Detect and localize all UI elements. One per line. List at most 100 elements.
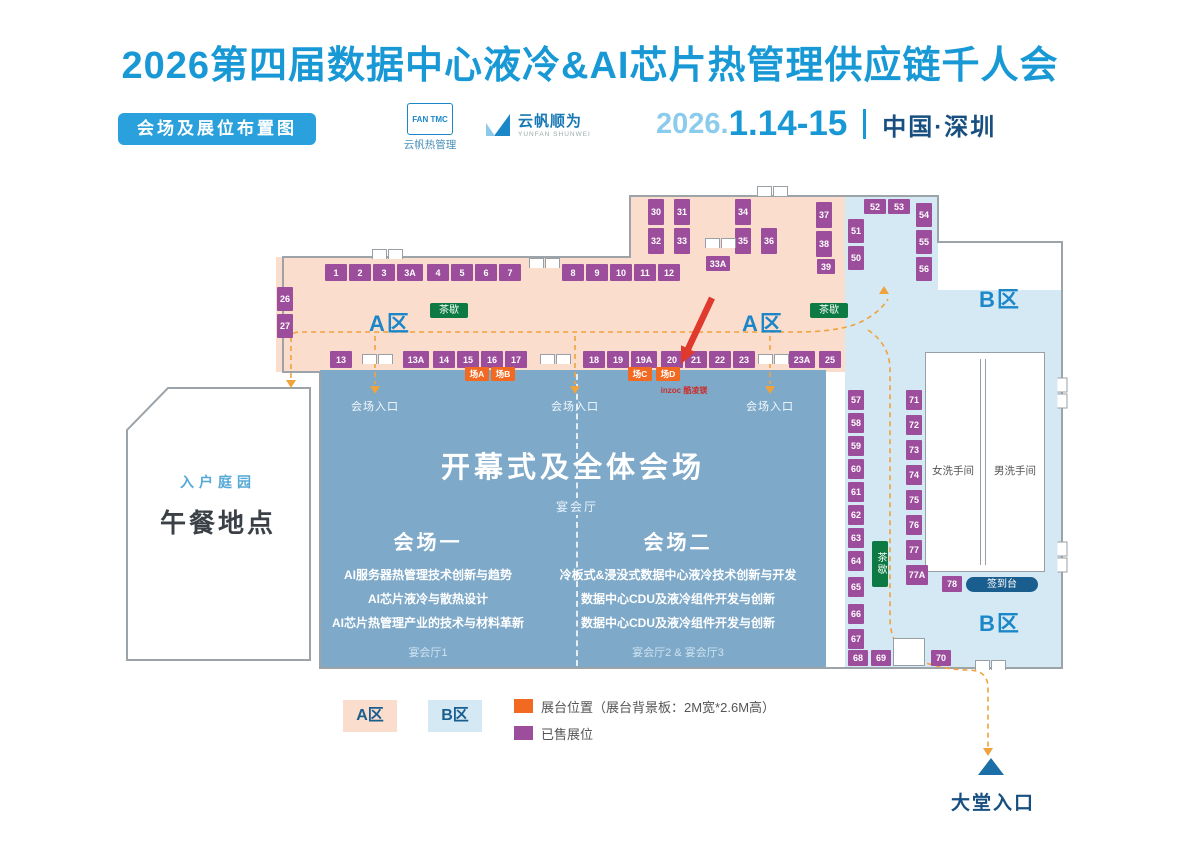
booth-67: 67: [848, 629, 864, 649]
hall-entrance-label-2: 会场入口: [551, 401, 599, 413]
booth-50: 50: [848, 246, 864, 270]
booth-26: 26: [277, 287, 293, 311]
date-days: 1.14-15: [728, 104, 848, 143]
women-restroom-label: 女洗手间: [932, 465, 974, 477]
door-icon-lobby-exit: [975, 660, 1006, 670]
booth-61: 61: [848, 482, 864, 502]
path-arrow-down-3: [570, 386, 580, 394]
tea-break-badge-vertical: 茶歇: [872, 541, 888, 587]
booth-35: 35: [735, 228, 751, 254]
booth-25: 25: [819, 351, 841, 368]
yunfan-logo-name: 云帆顺为: [518, 113, 583, 130]
zone-b-label-bottom: B区: [979, 611, 1021, 636]
zone-a-label-1: A区: [369, 311, 411, 336]
booth-36: 36: [761, 228, 777, 254]
booth-74: 74: [906, 465, 922, 485]
booth-11: 11: [634, 264, 656, 281]
hall-entrance-label-3: 会场入口: [746, 401, 794, 413]
booth-16: 16: [481, 351, 503, 368]
booth-场D: 场D: [656, 367, 680, 381]
men-restroom-label: 男洗手间: [994, 465, 1036, 477]
date-divider: [863, 109, 867, 139]
venue1-room: 宴会厅1: [408, 647, 448, 659]
hall-room-label: 宴会厅: [537, 498, 617, 515]
hall-entrance-label-1: 会场入口: [351, 401, 399, 413]
venue2-topic-1: 冷板式&浸没式数据中心液冷技术创新与开发: [559, 568, 797, 582]
event-location: 中国·深圳: [882, 113, 997, 141]
path-arrow-down-1: [286, 380, 296, 388]
booth-4: 4: [427, 264, 449, 281]
door-icon-hall-2: [540, 354, 571, 364]
page-title: 2026第四届数据中心液冷&AI芯片热管理供应链千人会: [121, 45, 1059, 87]
booth-27: 27: [277, 314, 293, 338]
restroom-divider: [980, 359, 986, 565]
booth-1: 1: [325, 264, 347, 281]
yunfan-logo-sub: YUNFAN SHUNWEI: [518, 131, 591, 138]
booth-33: 33: [674, 228, 690, 254]
booth-7: 7: [499, 264, 521, 281]
layout-map-badge: 会场及展位布置图: [118, 113, 316, 145]
tea-break-badge-2: 茶歇: [810, 303, 848, 318]
booth-77: 77: [906, 540, 922, 560]
booth-75: 75: [906, 490, 922, 510]
booth-场B: 场B: [491, 367, 515, 381]
utility-room: [893, 638, 925, 666]
booth-57: 57: [848, 390, 864, 410]
zone-a-label-2: A区: [742, 311, 784, 336]
booth-59: 59: [848, 436, 864, 456]
booth-58: 58: [848, 413, 864, 433]
booth-10: 10: [610, 264, 632, 281]
tea-break-badge-1: 茶歇: [430, 303, 468, 318]
booth-22: 22: [709, 351, 731, 368]
booth-19: 19: [607, 351, 629, 368]
booth-17: 17: [505, 351, 527, 368]
booth-65: 65: [848, 577, 864, 597]
red-arrow-annotation: [681, 296, 715, 364]
booth-8: 8: [562, 264, 584, 281]
booth-54: 54: [916, 203, 932, 227]
booth-69: 69: [871, 650, 891, 666]
booth-34: 34: [735, 199, 751, 225]
door-icon-hall-1: [362, 354, 393, 364]
legend-open-booth-note: 展台位置（展台背景板：2M宽*2.6M高）: [541, 700, 776, 715]
booth-63: 63: [848, 528, 864, 548]
venue1-topic-1: AI服务器热管理技术创新与趋势: [343, 568, 512, 582]
booth-68: 68: [848, 650, 868, 666]
lobby-entrance-label: 大堂入口: [950, 793, 1035, 814]
booth-20: 20: [661, 351, 683, 368]
booth-66: 66: [848, 604, 864, 624]
venue1-topic-2: AI芯片液冷与散热设计: [367, 592, 488, 606]
booth-23: 23: [733, 351, 755, 368]
venue2-topic-3: 数据中心CDU及液冷组件开发与创新: [581, 616, 775, 630]
booth-31: 31: [674, 199, 690, 225]
booth-77A: 77A: [906, 565, 928, 585]
fantmc-logo-icon: FAN TMC: [407, 103, 453, 135]
booth-76: 76: [906, 515, 922, 535]
booth-32: 32: [648, 228, 664, 254]
booth-3: 3: [373, 264, 395, 281]
path-arrow-down-4: [765, 386, 775, 394]
booth-78: 78: [942, 576, 962, 592]
booth-55: 55: [916, 230, 932, 254]
lunch-area-wall: [126, 387, 311, 661]
fantmc-logo-label: 云帆热管理: [403, 139, 457, 151]
booth-53: 53: [888, 199, 910, 214]
booth-30: 30: [648, 199, 664, 225]
booth-19A: 19A: [631, 351, 657, 368]
venue1-name: 会场一: [393, 532, 463, 554]
booth-场C: 场C: [628, 367, 652, 381]
booth-12: 12: [658, 264, 680, 281]
booth-5: 5: [451, 264, 473, 281]
booth-13: 13: [330, 351, 352, 368]
sponsor-mark: inzoc 酷凌镁: [660, 386, 708, 395]
path-arrow-up-zone-b: [879, 286, 889, 294]
booth-51: 51: [848, 219, 864, 243]
booth-3A: 3A: [397, 264, 423, 281]
booth-39: 39: [817, 259, 835, 274]
outer-wall: [282, 195, 1063, 669]
lobby-entrance-arrow-icon: [978, 758, 1004, 775]
door-icon-top-2: [529, 258, 560, 268]
booth-37: 37: [816, 202, 832, 228]
entrance-garden-label: 入户庭园: [180, 474, 256, 490]
